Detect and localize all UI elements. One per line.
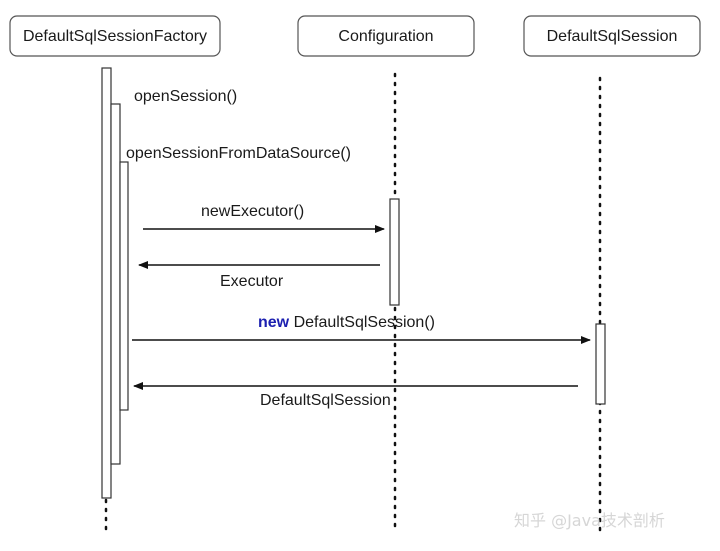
message-session-return: DefaultSqlSession [260,392,391,409]
participant-session: DefaultSqlSession [523,15,701,57]
new-session-call: DefaultSqlSession() [289,314,435,331]
watermark: 知乎 @Java技术剖析 [514,511,665,530]
message-new-executor: newExecutor() [201,203,304,220]
message-executor-return: Executor [220,273,284,290]
activation-configuration [389,198,400,306]
participant-factory: DefaultSqlSessionFactory [9,15,221,57]
participant-factory-label: DefaultSqlSessionFactory [23,28,207,45]
participant-session-label: DefaultSqlSession [547,28,678,45]
new-keyword: new [258,314,290,331]
participant-configuration: Configuration [297,15,475,57]
activation-factory-datasource [119,161,129,411]
participant-configuration-label: Configuration [338,28,433,45]
message-open-from-datasource: openSessionFromDataSource() [126,145,351,162]
activation-factory-outer [101,67,112,499]
activation-session [595,323,606,405]
activation-factory-open-session [110,103,121,465]
message-new-session: new DefaultSqlSession() [258,314,435,331]
message-open-session: openSession() [134,88,237,105]
